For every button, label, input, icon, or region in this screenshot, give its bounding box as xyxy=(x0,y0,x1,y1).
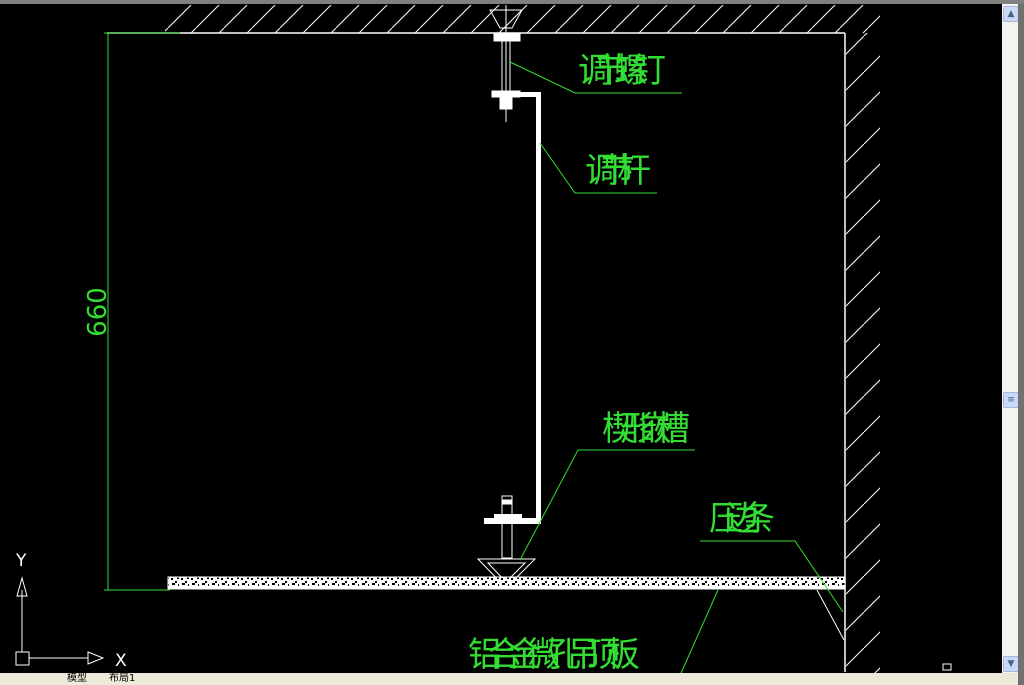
drawing-canvas[interactable]: 660 调节螺钉 调节杆 楔形嵌槽 压边条 铝合金微孔吊顶板 Y xyxy=(0,4,1002,681)
tab-model[interactable]: 模型 xyxy=(67,673,87,684)
ucs-icon xyxy=(15,576,105,666)
label-adjust-rod: 调节杆 xyxy=(585,151,651,191)
window-right-border xyxy=(1018,4,1024,685)
chevron-down-icon: ▼ xyxy=(1007,659,1015,669)
scroll-thumb[interactable]: ≡ xyxy=(1003,392,1019,408)
adjust-screw xyxy=(489,5,523,122)
window-top-border xyxy=(0,0,1024,4)
label-adjust-screw: 调节螺钉 xyxy=(578,51,666,91)
ucs-x-label: X xyxy=(115,651,127,671)
ceiling-slab-hatch xyxy=(165,5,880,33)
vertical-scrollbar[interactable]: ▲ ≡ ▼ xyxy=(1002,4,1019,673)
dimension-text: 660 xyxy=(83,287,113,337)
label-wedge-groove: 楔形嵌槽 xyxy=(602,409,690,449)
adjust-rod xyxy=(484,92,541,524)
layout-tabs: 模型 布局1 xyxy=(0,673,1018,685)
wall-hatch xyxy=(846,33,880,673)
scroll-up-button[interactable]: ▲ xyxy=(1003,6,1019,22)
cad-drawing: 660 调节螺钉 调节杆 楔形嵌槽 压边条 铝合金微孔吊顶板 Y xyxy=(15,5,952,681)
grip-icon: ≡ xyxy=(1007,395,1015,405)
label-edge-strip: 压边条 xyxy=(709,499,775,539)
ceiling-panel xyxy=(167,576,846,590)
cursor-box xyxy=(942,663,952,671)
scroll-down-button[interactable]: ▼ xyxy=(1003,656,1019,672)
bottom-bolt xyxy=(476,495,537,589)
dimension-660 xyxy=(104,32,180,591)
chevron-up-icon: ▲ xyxy=(1007,9,1015,19)
label-ceiling-panel: 铝合金微孔吊顶板 xyxy=(468,635,640,675)
ucs-y-label: Y xyxy=(15,551,27,571)
edge-strip xyxy=(816,589,845,641)
tab-layout1[interactable]: 布局1 xyxy=(109,673,136,684)
leaders xyxy=(509,61,844,681)
